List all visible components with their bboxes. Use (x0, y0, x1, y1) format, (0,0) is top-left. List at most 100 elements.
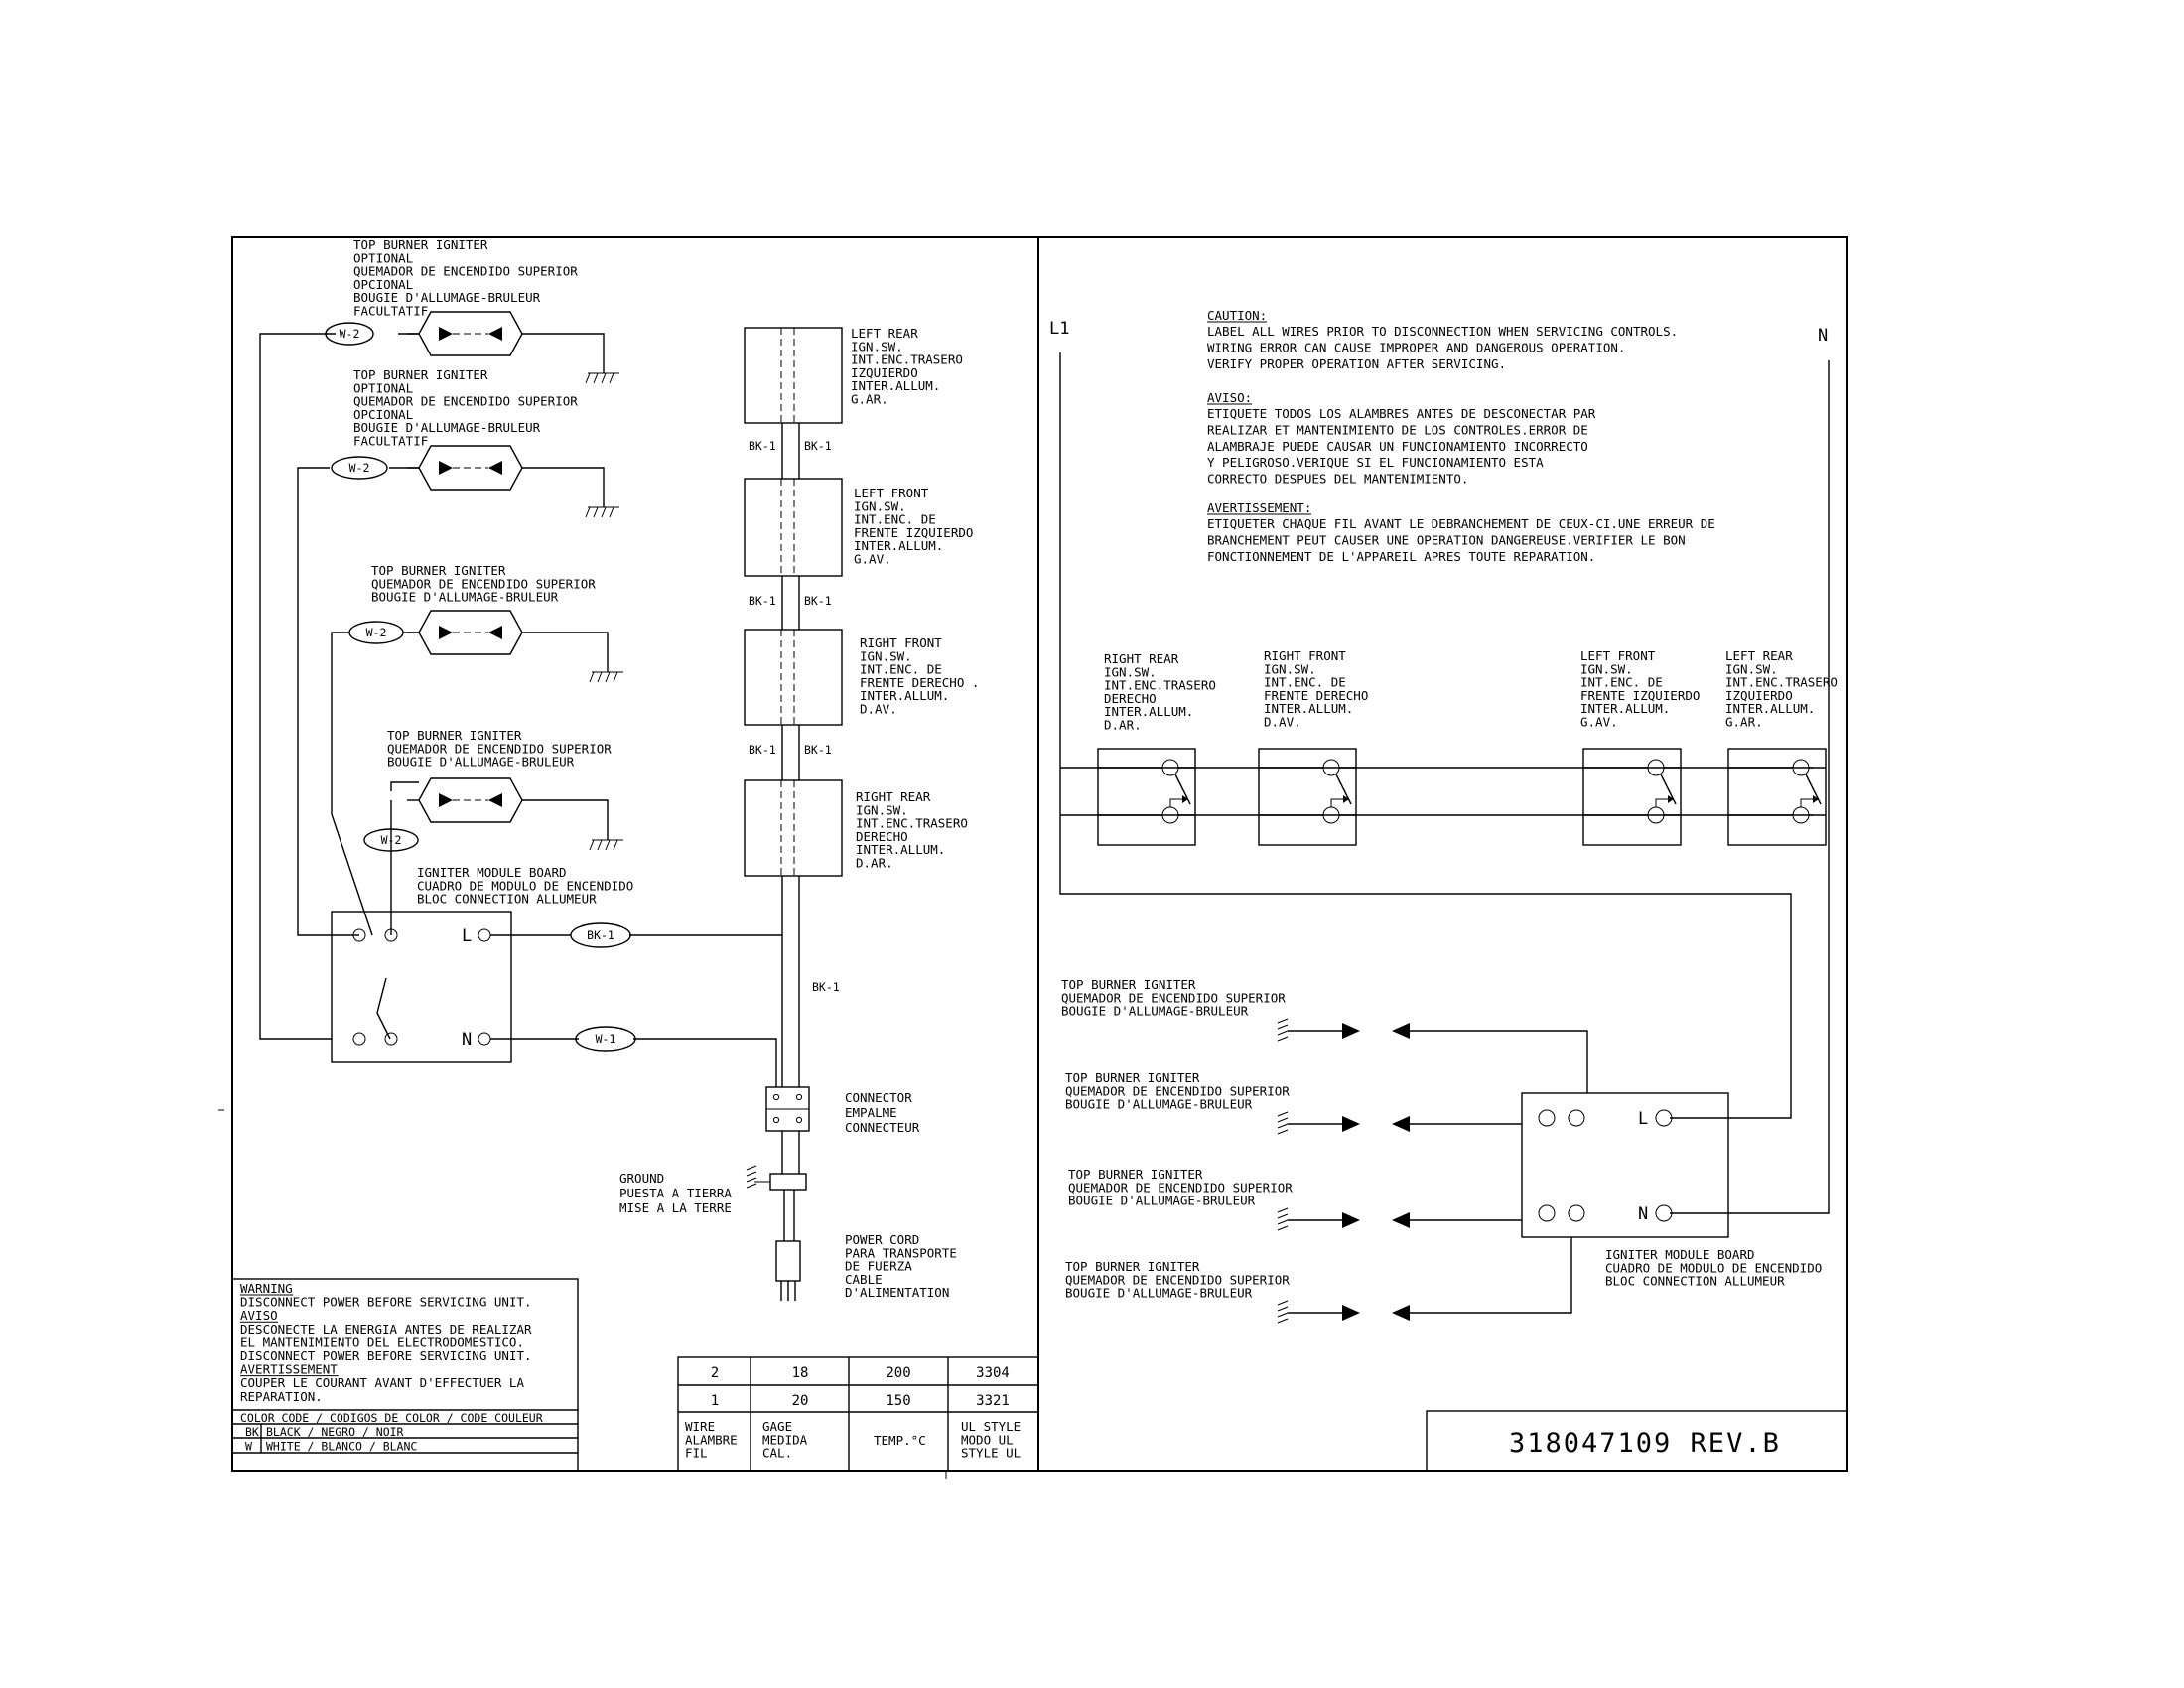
connector-label: CONNECTEUR (845, 1120, 920, 1135)
warning-line: AVERTISSEMENT (240, 1362, 338, 1377)
switch-label: LEFT FRONT (1580, 648, 1656, 663)
table-header: MODO UL (961, 1432, 1014, 1447)
note-line: WIRING ERROR CAN CAUSE IMPROPER AND DANG… (1207, 340, 1625, 354)
igniter-label: TOP BURNER IGNITER (353, 367, 488, 382)
igniter-symbol (407, 610, 623, 683)
warning-line: AVISO (240, 1308, 278, 1323)
table-cell: 200 (886, 1365, 910, 1381)
wire-label: W-2 (381, 833, 402, 847)
ground-label: GROUND (619, 1171, 664, 1186)
module-right-terminal-l: L (1638, 1109, 1648, 1129)
power-cord-label: DE FUERZA (845, 1259, 912, 1274)
part-number-box: 318047109 REV.B (1426, 1410, 1848, 1472)
switch-label: INTER.ALLUM. (1264, 701, 1353, 716)
switch-label: INT.ENC. DE (854, 512, 936, 527)
igniter-label: BOUGIE D'ALLUMAGE-BRULEUR (1061, 1004, 1249, 1019)
igniter-label: BOUGIE D'ALLUMAGE-BRULEUR (353, 420, 541, 435)
ignition-switch-box (744, 327, 843, 424)
table-cell: 3321 (976, 1393, 1010, 1409)
igniter-label: QUEMADOR DE ENCENDIDO SUPERIOR (353, 394, 578, 409)
note-line: FONCTIONNEMENT DE L'APPAREIL APRES TOUTE… (1207, 549, 1595, 564)
ignition-switch (1097, 748, 1196, 846)
switch-label: IGN.SW. (1104, 664, 1157, 679)
igniter-label: BOUGIE D'ALLUMAGE-BRULEUR (353, 290, 541, 305)
igniter-label: BOUGIE D'ALLUMAGE-BRULEUR (1068, 1194, 1256, 1208)
wire-label: W-1 (596, 1032, 616, 1046)
bk1-oval: BK-1 (570, 922, 631, 948)
ignition-switch-box (744, 629, 843, 726)
switch-label: FRENTE IZQUIERDO (854, 525, 973, 540)
right-switch-row: RIGHT REARIGN.SW.INT.ENC.TRASERODERECHOI… (1097, 648, 1838, 846)
note-line: Y PELIGROSO.VERIQUE SI EL FUNCIONAMIENTO… (1207, 455, 1544, 470)
table-cell: 18 (792, 1365, 809, 1381)
igniter-label: TOP BURNER IGNITER (371, 563, 506, 578)
module-board-label: IGNITER MODULE BOARD (417, 865, 567, 880)
table-header: TEMP.°C (874, 1433, 926, 1448)
switch-label: IZQUIERDO (1725, 688, 1793, 703)
ignition-switch (1727, 748, 1827, 846)
warning-line: WARNING (240, 1281, 293, 1296)
table-header: STYLE UL (961, 1446, 1021, 1461)
switch-label: RIGHT FRONT (860, 635, 942, 650)
table-header: UL STYLE (961, 1419, 1021, 1434)
switch-label: INTER.ALLUM. (1580, 701, 1670, 716)
table-header: CAL. (762, 1446, 792, 1461)
module-board-label: CUADRO DE MODULO DE ENCENDIDO (1605, 1260, 1822, 1275)
part-number: 318047109 REV.B (1509, 1428, 1781, 1459)
connector (765, 1086, 810, 1132)
igniter-label: QUEMADOR DE ENCENDIDO SUPERIOR (387, 741, 612, 756)
table-header: MEDIDA (762, 1432, 808, 1447)
switch-label: INTER.ALLUM. (1725, 701, 1815, 716)
switch-label: INT.ENC.TRASERO (1725, 675, 1838, 690)
switch-label: D.AR. (856, 856, 893, 871)
power-cord-label: PARA TRANSPORTE (845, 1245, 957, 1260)
w2-oval: W-2 (331, 456, 388, 480)
bk1-tag: BK-1 (749, 594, 776, 608)
switch-label: LEFT REAR (1725, 648, 1793, 663)
igniter-label: TOP BURNER IGNITER (353, 237, 488, 252)
power-cord (746, 1131, 807, 1301)
ignition-switch-box (744, 478, 843, 577)
warning-line: DISCONNECT POWER BEFORE SERVICING UNIT. (240, 1348, 532, 1363)
color-code: BK (245, 1425, 259, 1439)
warning-box (231, 1278, 579, 1472)
module-wire-labels: BK-1W-1 (570, 922, 636, 1052)
note-line: VERIFY PROPER OPERATION AFTER SERVICING. (1207, 356, 1506, 371)
switch-label: RIGHT REAR (856, 789, 931, 804)
igniter-label: TOP BURNER IGNITER (1065, 1259, 1200, 1274)
switch-label: INT.ENC.TRASERO (1104, 678, 1216, 693)
bk1-tag: BK-1 (804, 439, 832, 453)
igniter-symbol (407, 445, 619, 518)
w1-oval: W-1 (575, 1026, 636, 1052)
terminal-n-label: N (1818, 326, 1828, 346)
w2-oval: W-2 (363, 828, 419, 852)
igniter-symbol (407, 777, 623, 851)
ground-label: PUESTA A TIERRA (619, 1186, 732, 1200)
connector-label: EMPALME (845, 1105, 897, 1120)
w2-oval: W-2 (325, 322, 374, 346)
bk1-tag: BK-1 (749, 439, 776, 453)
switch-label: G.AR. (1725, 715, 1763, 730)
igniter-label: TOP BURNER IGNITER (1065, 1070, 1200, 1085)
table-header: ALAMBRE (685, 1432, 738, 1447)
igniter-label: FACULTATIF (353, 304, 428, 319)
note-title: AVISO: (1207, 390, 1252, 405)
igniter-label: FACULTATIF (353, 434, 428, 449)
warning-line: DISCONNECT POWER BEFORE SERVICING UNIT. (240, 1295, 532, 1310)
wire-label: W-2 (349, 461, 370, 475)
wire-spec-table (677, 1356, 1039, 1479)
switch-label: INTER.ALLUM. (860, 688, 949, 703)
bk1-tag: BK-1 (812, 980, 840, 994)
ignition-switch (1258, 748, 1357, 846)
right-igniters: TOP BURNER IGNITER QUEMADOR DE ENCENDIDO … (1061, 977, 1588, 1324)
table-cell: 1 (711, 1393, 719, 1409)
switch-label: IZQUIERDO (851, 365, 918, 380)
igniter-label: BOUGIE D'ALLUMAGE-BRULEUR (371, 590, 559, 605)
igniter-label: QUEMADOR DE ENCENDIDO SUPERIOR (1068, 1180, 1293, 1195)
